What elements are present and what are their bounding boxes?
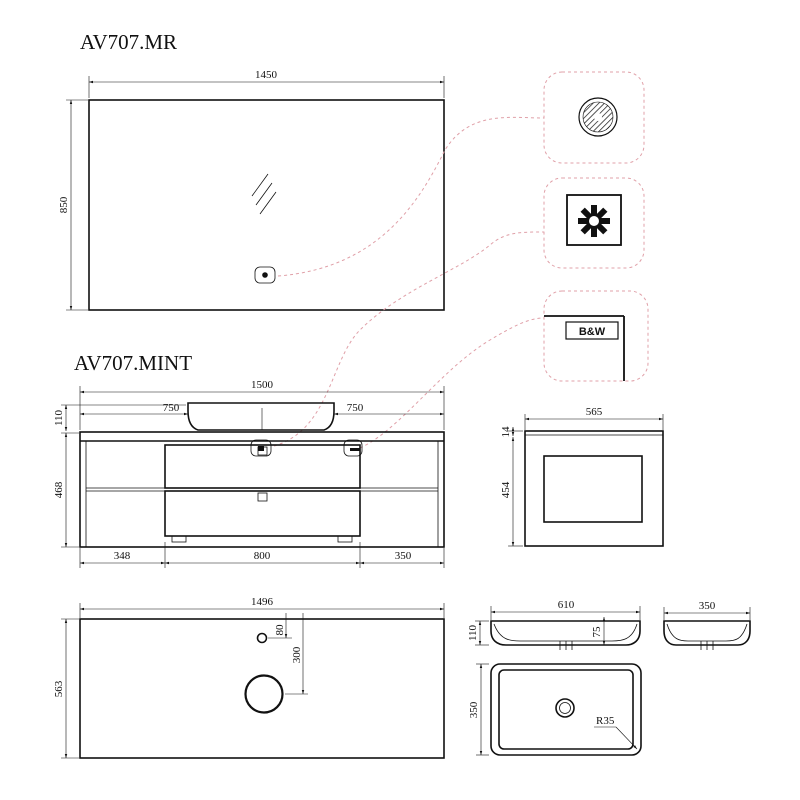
vanity-basin-outline: [187, 402, 335, 431]
basin-height-label: 110: [467, 624, 479, 641]
callout-leaders: [273, 116, 545, 449]
vanity-top-drawer: [164, 444, 361, 489]
side-top-thickness-label: 14: [500, 426, 512, 438]
detail-touch-switch: [543, 177, 645, 269]
cabinet-touch-sensor-icon: [250, 439, 272, 457]
mirror-width-label: 1450: [255, 69, 278, 81]
countertop-plan-view: 1496 563 80 300: [53, 596, 445, 759]
side-panel-recess: [543, 455, 643, 523]
side-cabinet-outline: [524, 430, 664, 547]
vanity-right-section-label: 350: [395, 550, 412, 562]
side-height-label: 454: [500, 481, 512, 498]
basin-plan-inner-bowl: [498, 669, 634, 750]
countertop-width-label: 1496: [251, 596, 274, 608]
basin-front-outline: [490, 620, 641, 646]
basin-plan-depth-label: 350: [468, 701, 480, 718]
basin-side-elevation: 350: [663, 600, 751, 650]
basin-front-elevation: 610 110 75: [467, 599, 641, 650]
drain-hole-offset-label: 300: [291, 646, 303, 663]
touch-switch-icon: [578, 205, 610, 237]
side-width-label: 565: [586, 406, 603, 418]
mirror-height-label: 850: [58, 196, 70, 213]
defog-pad-icon: [578, 97, 618, 137]
vanity-cabinet-height-label: 468: [53, 481, 65, 498]
basin-plan-view: 350 R35: [468, 663, 642, 756]
mirror-model-title: AV707.MR: [80, 30, 177, 54]
brand-badge-label: B&W: [579, 326, 606, 338]
faucet-hole-icon: [256, 632, 268, 644]
vanity-countertop-frame: [79, 431, 445, 548]
basin-drain-icon: [555, 698, 575, 718]
countertop-outline: [79, 618, 445, 759]
vanity-middle-section-label: 800: [254, 550, 271, 562]
cabinet-brand-marker-icon: [343, 439, 363, 457]
countertop-depth-label: 563: [53, 680, 65, 697]
vanity-width-label: 1500: [251, 379, 274, 391]
basin-plan-outer-rim: [490, 663, 642, 756]
mirror-elevation: AV707.MR 1450 850: [58, 30, 445, 311]
basin-length-label: 610: [558, 599, 575, 611]
vanity-bottom-drawer: [164, 490, 361, 537]
vanity-side-view: 565 14 454: [500, 406, 664, 547]
vanity-left-half-label: 750: [163, 402, 180, 414]
mirror-outline: [88, 99, 445, 311]
detail-brand-badge: B&W: [543, 290, 649, 382]
mirror-touch-sensor-icon: [254, 266, 276, 284]
left-foot: [171, 535, 187, 543]
faucet-hole-offset-label: 80: [274, 624, 286, 636]
brand-badge-icon: B&W: [565, 321, 619, 340]
vanity-left-section-label: 348: [114, 550, 131, 562]
basin-inner-depth-label: 75: [591, 626, 603, 638]
drain-hole-icon: [244, 674, 284, 714]
basin-side-outline: [663, 620, 751, 646]
vanity-right-half-label: 750: [347, 402, 364, 414]
detail-defog-pad: [543, 71, 645, 164]
basin-side-depth-label: 350: [699, 600, 716, 612]
right-foot: [337, 535, 353, 543]
bottom-drawer-handle-icon: [257, 492, 268, 502]
glass-reflection-icon: [251, 173, 277, 215]
vanity-elevation: AV707.MINT 1500 750 750 110 468: [53, 351, 445, 568]
vanity-basin-height-label: 110: [53, 409, 65, 426]
basin-corner-radius-label: R35: [596, 715, 615, 727]
vanity-model-title: AV707.MINT: [74, 351, 192, 375]
